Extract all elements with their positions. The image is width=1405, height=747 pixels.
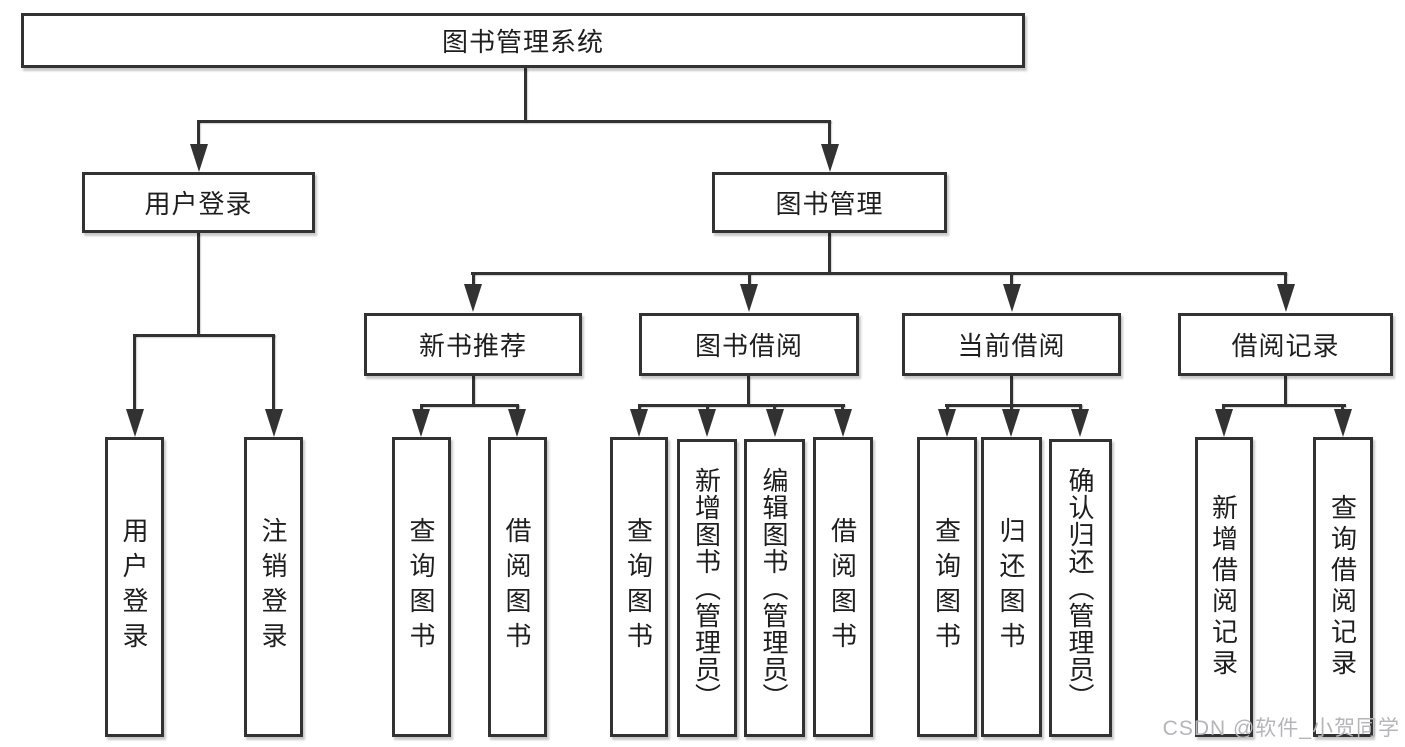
connector-leaf-logout-drop	[272, 334, 275, 411]
leaf-return-book: 归还图书	[981, 437, 1042, 737]
arrowhead-book-mgmt	[821, 144, 839, 172]
leaf-confirm-return-admin-label: 确认归还（管理员）	[1065, 466, 1095, 710]
connector-level3-hline	[471, 272, 1287, 275]
leaf-user-login-label: 用户登录	[119, 517, 149, 657]
arrowhead-user-login	[190, 144, 208, 172]
connector-leaf-query-record-drop	[1341, 404, 1344, 412]
connector-level2-hline	[197, 120, 831, 123]
node-new-book-recommend-label: 新书推荐	[418, 331, 527, 361]
connector-leaf-query2-drop	[638, 404, 641, 412]
connector-root-stub	[524, 68, 527, 122]
connector-book-borrow-drop	[748, 272, 751, 286]
arrowhead-current-borrow	[1003, 284, 1021, 312]
leaf-borrow-books-borrowing: 借阅图书	[813, 437, 873, 737]
arrowhead-leaf-confirm	[1071, 409, 1089, 437]
connector-new-book-stub	[472, 376, 475, 406]
node-current-borrowing-label: 当前借阅	[957, 331, 1066, 361]
leaf-user-login: 用户登录	[105, 437, 164, 737]
leaf-edit-book-admin: 编辑图书（管理员）	[744, 439, 805, 737]
arrowhead-borrow-records	[1277, 284, 1295, 312]
arrowhead-book-borrow	[740, 284, 758, 312]
arrowhead-leaf-query1	[412, 409, 430, 437]
leaf-logout: 注销登录	[244, 437, 303, 737]
connector-borrow-records-drop	[1284, 272, 1287, 286]
leaf-return-book-label: 归还图书	[996, 517, 1026, 657]
arrowhead-leaf-return	[1002, 409, 1020, 437]
arrowhead-leaf-edit-book	[766, 409, 784, 437]
leaf-borrow-books-recommend: 借阅图书	[488, 437, 547, 737]
leaf-query-borrow-record: 查询借阅记录	[1313, 437, 1373, 737]
leaf-logout-label: 注销登录	[258, 517, 288, 657]
arrowhead-leaf-add-book	[698, 409, 716, 437]
watermark: CSDN @软件_小贺同学	[1162, 717, 1400, 740]
connector-borrow-records-hline	[1222, 404, 1346, 407]
connector-leaf-login-drop	[133, 334, 136, 411]
leaf-query-books-current-label: 查询图书	[931, 517, 962, 657]
leaf-query-books-recommend: 查询图书	[392, 437, 451, 737]
node-current-borrowing: 当前借阅	[902, 313, 1121, 376]
connector-book-mgmt-stub	[828, 233, 831, 274]
node-borrowing-records: 借阅记录	[1178, 313, 1393, 376]
node-book-borrowing: 图书借阅	[639, 313, 859, 376]
leaf-query-borrow-record-label: 查询借阅记录	[1327, 494, 1358, 680]
node-user-login: 用户登录	[82, 172, 315, 233]
connector-leaf-query3-drop	[946, 404, 949, 412]
node-book-borrowing-label: 图书借阅	[694, 331, 803, 361]
leaf-query-books-recommend-label: 查询图书	[406, 517, 436, 657]
node-root-label: 图书管理系统	[441, 27, 604, 57]
arrowhead-leaf-borrow1	[508, 409, 526, 437]
arrowhead-leaf-login	[126, 409, 144, 437]
node-borrowing-records-label: 借阅记录	[1231, 331, 1340, 361]
leaf-add-book-admin-label: 新增图书（管理员）	[691, 466, 722, 710]
connector-leaf-confirm-drop	[1079, 404, 1082, 412]
connector-leaf-add-book-drop	[706, 404, 709, 412]
connector-leaf-borrow2-drop	[841, 404, 844, 412]
connector-login-group-hline	[133, 334, 275, 337]
connector-new-book-hline	[420, 404, 519, 407]
leaf-query-books-borrowing: 查询图书	[610, 437, 668, 737]
node-user-login-label: 用户登录	[144, 189, 253, 219]
connector-user-login-stub	[197, 233, 200, 336]
connector-current-borrow-stub	[1010, 376, 1013, 406]
connector-leaf-edit-book-drop	[773, 404, 776, 412]
connector-leaf-add-record-drop	[1222, 404, 1225, 412]
leaf-add-borrow-record: 新增借阅记录	[1195, 437, 1253, 737]
leaf-add-borrow-record-label: 新增借阅记录	[1208, 494, 1239, 680]
connector-current-borrow-hline	[945, 404, 1082, 407]
leaf-edit-book-admin-label: 编辑图书（管理员）	[759, 466, 789, 710]
node-book-management-label: 图书管理	[775, 189, 884, 219]
arrowhead-leaf-query2	[630, 409, 648, 437]
connector-user-login-drop	[197, 120, 200, 146]
leaf-query-books-current: 查询图书	[917, 437, 977, 737]
arrowhead-leaf-query3	[938, 409, 956, 437]
arrowhead-leaf-logout	[265, 409, 283, 437]
leaf-borrow-books-borrowing-label: 借阅图书	[827, 517, 858, 657]
connector-borrow-records-stub	[1284, 376, 1287, 406]
leaf-confirm-return-admin: 确认归还（管理员）	[1049, 439, 1112, 737]
node-book-management: 图书管理	[712, 172, 947, 233]
arrowhead-leaf-borrow2	[834, 409, 852, 437]
arrowhead-leaf-query-record	[1334, 409, 1352, 437]
connector-new-book-drop	[472, 272, 475, 286]
arrowhead-new-book	[464, 284, 482, 312]
connector-leaf-return-drop	[1010, 404, 1013, 412]
leaf-query-books-borrowing-label: 查询图书	[623, 517, 654, 657]
leaf-add-book-admin: 新增图书（管理员）	[677, 439, 737, 737]
arrowhead-leaf-add-record	[1215, 409, 1233, 437]
connector-leaf-query1-drop	[420, 404, 423, 412]
node-root-system: 图书管理系统	[21, 13, 1025, 68]
connector-book-mgmt-drop	[828, 120, 831, 146]
node-new-book-recommend: 新书推荐	[364, 313, 582, 376]
connector-book-borrow-hline	[638, 404, 845, 407]
connector-leaf-borrow1-drop	[516, 404, 519, 412]
connector-book-borrow-stub	[747, 376, 750, 406]
connector-current-borrow-drop	[1010, 272, 1013, 286]
leaf-borrow-books-recommend-label: 借阅图书	[502, 517, 532, 657]
